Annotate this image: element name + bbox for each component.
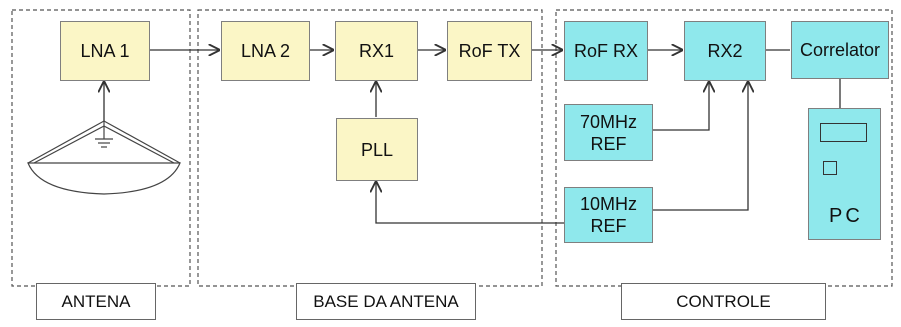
pc-button-icon <box>823 161 837 175</box>
section-label-antena-text: ANTENA <box>61 291 131 311</box>
section-label-controle: CONTROLE <box>621 283 826 320</box>
lna1-block: LNA 1 <box>60 21 150 81</box>
rofrx-label: RoF RX <box>573 41 638 61</box>
rx2-block: RX2 <box>684 21 766 81</box>
pll-block: PLL <box>336 118 418 181</box>
rofrx-block: RoF RX <box>564 21 648 81</box>
rx2-label: RX2 <box>707 41 743 61</box>
pc-monitor-icon <box>820 123 867 142</box>
ref10-line1: 10MHz <box>579 194 637 214</box>
pc-block: PC <box>808 108 881 240</box>
lna2-label: LNA 2 <box>240 41 291 61</box>
dish-antenna-icon <box>27 120 181 195</box>
ref70-block: 70MHz REF <box>564 104 653 161</box>
correlator-block: Correlator <box>791 21 889 79</box>
section-label-base-text: BASE DA ANTENA <box>313 291 459 311</box>
wire-70mhz-rx2 <box>653 82 709 131</box>
rx1-label: RX1 <box>358 41 394 61</box>
ref10-line2: REF <box>590 216 627 236</box>
correlator-label: Correlator <box>799 40 881 60</box>
section-label-base: BASE DA ANTENA <box>296 283 476 320</box>
ref10-block: 10MHz REF <box>564 187 653 243</box>
ref70-line1: 70MHz <box>579 111 637 132</box>
wire-10mhz-rx2 <box>653 82 748 211</box>
pll-label: PLL <box>360 139 394 160</box>
lna2-block: LNA 2 <box>221 21 310 81</box>
rx1-block: RX1 <box>335 21 418 81</box>
ref70-line2: REF <box>590 133 627 154</box>
roftx-block: RoF TX <box>447 21 532 81</box>
wire-10mhz-pll <box>376 182 564 224</box>
section-label-controle-text: CONTROLE <box>676 291 771 311</box>
pc-label: PC <box>829 205 863 227</box>
section-label-antena: ANTENA <box>36 283 156 320</box>
roftx-label: RoF TX <box>458 41 521 61</box>
lna1-label: LNA 1 <box>80 41 130 61</box>
